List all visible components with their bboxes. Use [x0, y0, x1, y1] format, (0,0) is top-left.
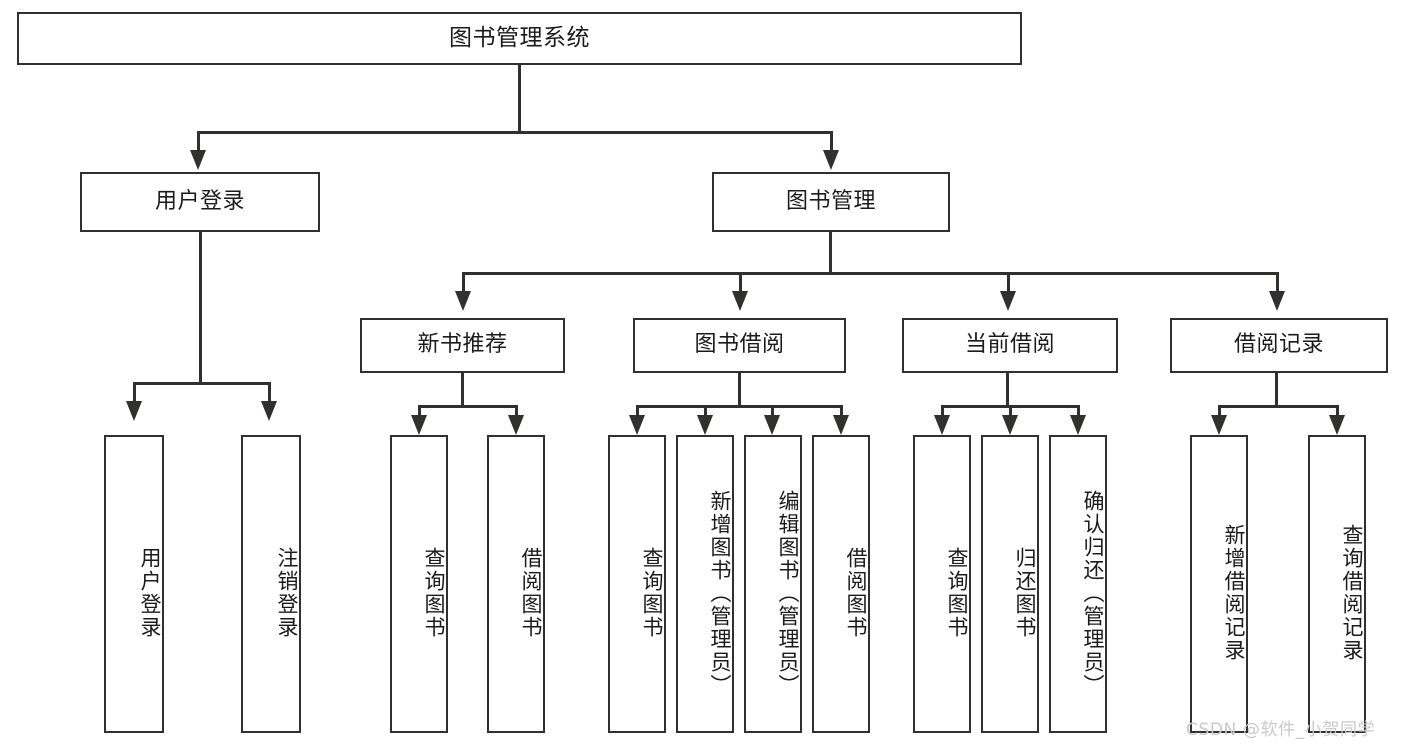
node-label: 借阅记录: [1233, 332, 1324, 358]
edge-br-drop-2: [1336, 405, 1339, 421]
arrow-leaf-borrow-book-1: [508, 415, 524, 435]
leaf-query-book-current[interactable]: 查询图书: [913, 435, 971, 733]
edge-new-book-recommend-stem: [461, 373, 464, 407]
leaf-user-login[interactable]: 用户登录: [104, 435, 164, 733]
arrow-leaf-add-borrow-record: [1211, 415, 1227, 435]
node-label: 查询图书: [422, 547, 446, 639]
leaf-return-book[interactable]: 归还图书: [981, 435, 1039, 733]
node-label: 新书推荐: [417, 332, 508, 358]
edge-borrow-record-bus: [1218, 405, 1338, 408]
arrow-leaf-query-book-3: [934, 415, 950, 435]
edge-new-book-recommend-bus: [418, 405, 518, 408]
arrow-leaf-logout: [261, 401, 277, 421]
leaf-query-borrow-record[interactable]: 查询借阅记录: [1308, 435, 1366, 733]
edge-cb-drop-1: [941, 405, 944, 421]
edge-nbr-drop-1: [418, 405, 421, 421]
edge-level2-drop-3: [1007, 272, 1010, 294]
node-user-login[interactable]: 用户登录: [80, 172, 320, 232]
arrow-leaf-confirm-return: [1070, 415, 1086, 435]
leaf-query-book-recommend[interactable]: 查询图书: [390, 435, 448, 733]
arrow-user-login: [190, 150, 206, 170]
edge-book-borrow-stem: [738, 373, 741, 407]
leaf-edit-book-admin[interactable]: 编辑图书（管理员）: [744, 435, 802, 733]
node-label: 用户登录: [154, 188, 245, 214]
arrow-current-borrow: [1000, 291, 1016, 311]
node-label: 借阅图书: [844, 547, 868, 639]
node-book-borrow[interactable]: 图书借阅: [633, 318, 846, 373]
arrow-leaf-add-book: [697, 415, 713, 435]
edge-bb-drop-2: [704, 405, 707, 421]
edge-level2-bus: [462, 272, 1276, 275]
edge-cb-drop-3: [1077, 405, 1080, 421]
leaf-borrow-book-recommend[interactable]: 借阅图书: [487, 435, 545, 733]
leaf-add-book-admin[interactable]: 新增图书（管理员）: [676, 435, 734, 733]
arrow-leaf-edit-book: [764, 415, 780, 435]
node-label: 图书管理系统: [449, 24, 590, 51]
arrow-leaf-borrow-book-2: [833, 415, 849, 435]
edge-nbr-drop-2: [515, 405, 518, 421]
node-label: 查询图书: [640, 547, 664, 639]
node-label: 用户登录: [138, 547, 162, 639]
edge-level1-bus: [197, 131, 833, 134]
node-label: 图书借阅: [694, 332, 785, 358]
node-label: 新增借阅记录: [1222, 524, 1246, 662]
edge-br-drop-1: [1218, 405, 1221, 421]
node-label: 查询图书: [945, 547, 969, 639]
leaf-query-book-borrow[interactable]: 查询图书: [608, 435, 666, 733]
edge-level2-drop-2: [739, 272, 742, 294]
node-label: 图书管理: [785, 188, 876, 214]
csdn-watermark: CSDN @软件_小贺同学: [1186, 720, 1376, 740]
node-new-book-recommend[interactable]: 新书推荐: [360, 318, 565, 373]
edge-root-stem: [518, 65, 521, 133]
edge-user-login-drop-2: [268, 382, 271, 404]
edge-level2-drop-1: [462, 272, 465, 294]
arrow-book-borrow: [732, 291, 748, 311]
node-label: 编辑图书（管理员）: [776, 489, 800, 697]
node-label: 当前借阅: [964, 332, 1055, 358]
arrow-borrow-record: [1269, 291, 1285, 311]
edge-user-login-bus: [133, 382, 268, 385]
arrow-new-book-recommend: [455, 291, 471, 311]
arrow-book-management: [823, 150, 839, 170]
leaf-confirm-return-admin[interactable]: 确认归还（管理员）: [1049, 435, 1107, 733]
node-book-management[interactable]: 图书管理: [712, 172, 950, 232]
arrow-leaf-query-book-1: [411, 415, 427, 435]
arrow-leaf-query-borrow-record: [1329, 415, 1345, 435]
node-label: 归还图书: [1013, 547, 1037, 639]
edge-book-borrow-bus: [636, 405, 842, 408]
edge-current-borrow-stem: [1006, 373, 1009, 407]
leaf-add-borrow-record[interactable]: 新增借阅记录: [1190, 435, 1248, 733]
arrow-leaf-user-login: [126, 401, 142, 421]
edge-user-login-stem: [199, 232, 202, 384]
edge-borrow-record-stem: [1275, 373, 1278, 407]
edge-bb-drop-1: [636, 405, 639, 421]
node-root-book-management-system[interactable]: 图书管理系统: [17, 12, 1022, 65]
edge-bb-drop-4: [840, 405, 843, 421]
edge-book-management-stem: [829, 232, 832, 274]
node-label: 借阅图书: [519, 547, 543, 639]
node-label: 确认归还（管理员）: [1081, 489, 1105, 697]
node-borrow-record[interactable]: 借阅记录: [1170, 318, 1388, 373]
arrow-leaf-query-book-2: [629, 415, 645, 435]
arrow-leaf-return-book: [1002, 415, 1018, 435]
edge-drop-book-management: [830, 131, 833, 153]
edge-bb-drop-3: [771, 405, 774, 421]
leaf-borrow-book-borrow[interactable]: 借阅图书: [812, 435, 870, 733]
edge-level2-drop-4: [1276, 272, 1279, 294]
leaf-logout[interactable]: 注销登录: [241, 435, 301, 733]
edge-drop-user-login: [197, 131, 200, 153]
node-label: 查询借阅记录: [1340, 524, 1364, 662]
edge-user-login-drop-1: [133, 382, 136, 404]
node-label: 注销登录: [275, 547, 299, 639]
node-label: 新增图书（管理员）: [708, 489, 732, 697]
node-current-borrow[interactable]: 当前借阅: [902, 318, 1118, 373]
edge-cb-drop-2: [1009, 405, 1012, 421]
